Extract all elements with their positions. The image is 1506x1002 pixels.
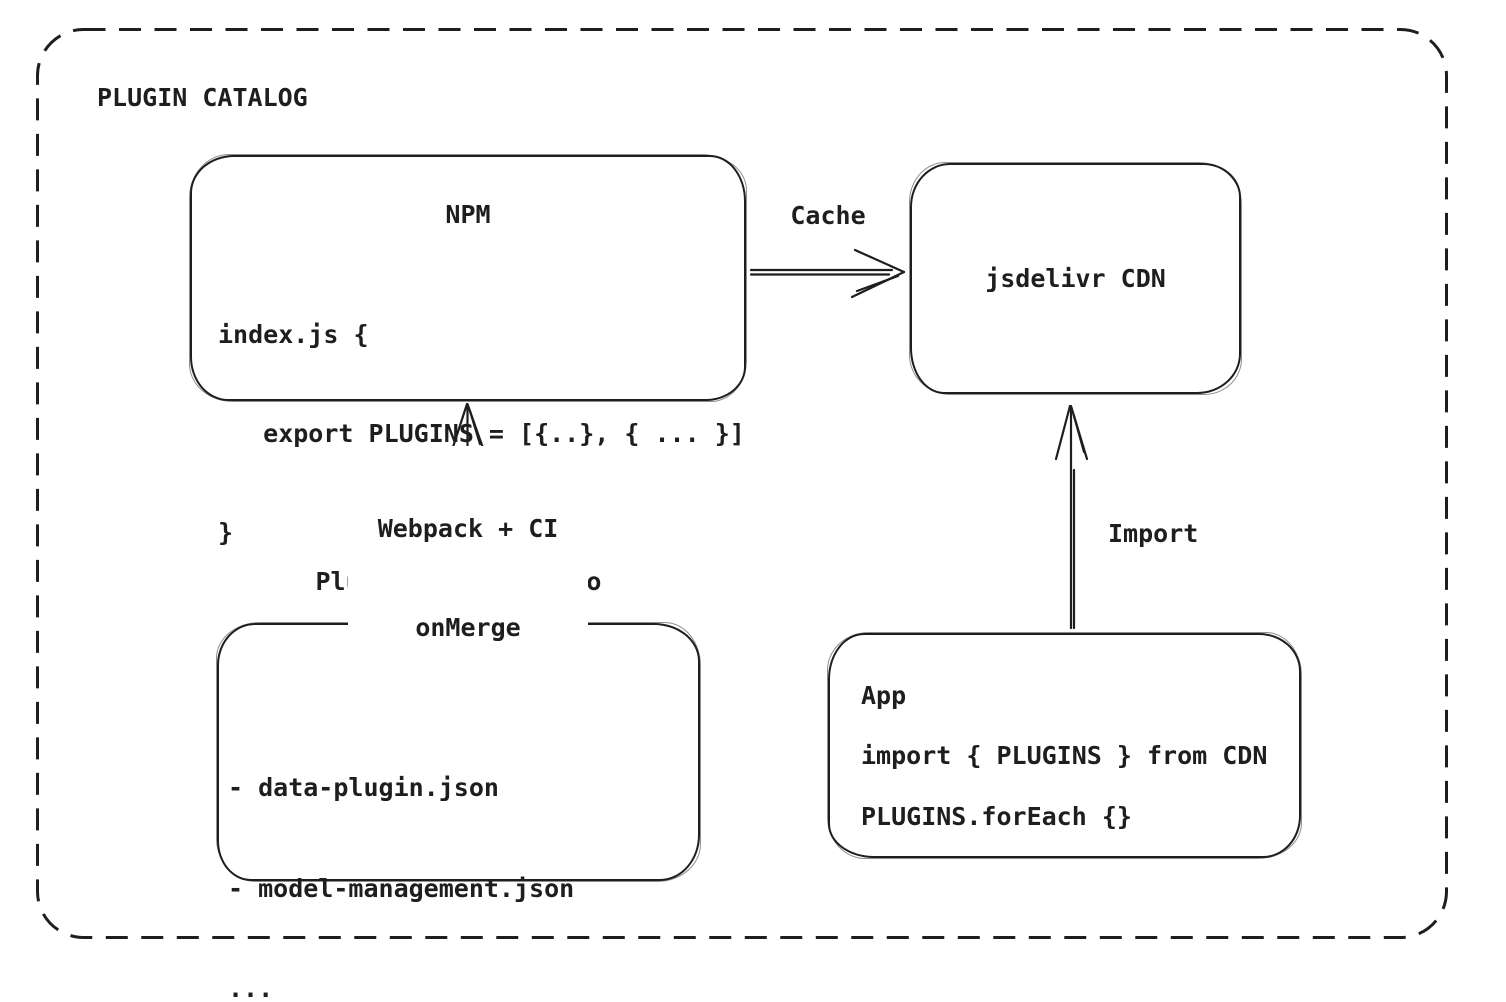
import-arrow-label: Import xyxy=(1108,519,1199,548)
app-code-line: import { PLUGINS } from CDN xyxy=(861,741,1268,770)
repo-file-list: - data-plugin.json - model-management.js… xyxy=(228,704,574,1002)
repo-file-item: - model-management.json xyxy=(228,873,575,903)
app-code-line: PLUGINS.forEach {} xyxy=(861,802,1132,831)
cdn-node-label: jsdelivr CDN xyxy=(985,263,1166,293)
app-node-title: App xyxy=(861,681,907,710)
npm-node-title: NPM xyxy=(445,200,491,229)
npm-node: NPM index.js { export PLUGINS = [{..}, {… xyxy=(189,154,747,547)
repo-file-item: - data-plugin.json xyxy=(228,773,499,802)
npm-code-line: index.js { xyxy=(218,320,369,349)
import-arrow xyxy=(1054,404,1089,630)
cache-arrow-label: Cache xyxy=(790,201,866,230)
repo-file-item: ... xyxy=(228,974,274,1002)
build-arrow-label: Webpack + CI onMerge xyxy=(348,446,588,710)
cache-arrow xyxy=(749,248,906,299)
build-arrow-label-line: onMerge xyxy=(415,613,521,642)
app-node: App import { PLUGINS } from CDN PLUGINS.… xyxy=(827,632,1302,859)
build-arrow-label-line: Webpack + CI xyxy=(377,514,559,543)
cdn-node: jsdelivr CDN xyxy=(909,162,1242,395)
diagram-title: PLUGIN CATALOG xyxy=(97,83,308,112)
